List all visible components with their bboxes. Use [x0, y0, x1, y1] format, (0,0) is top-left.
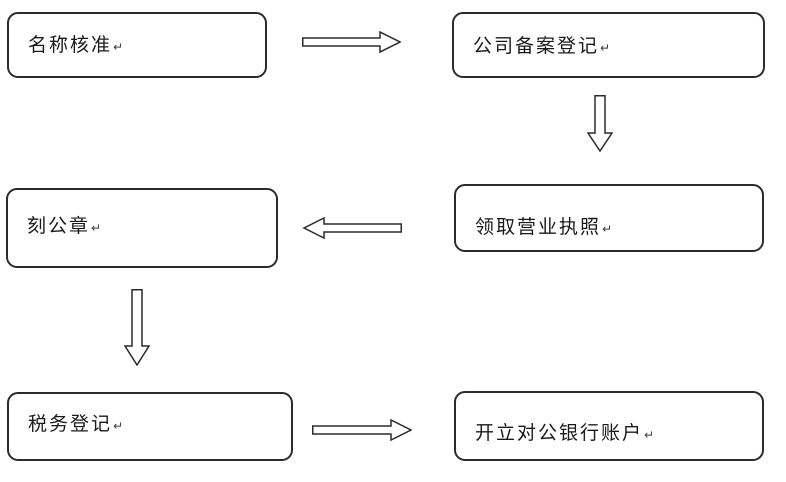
paragraph-return-mark: ↵ [113, 40, 124, 54]
flow-node-company-filing-registration: 公司备案登记↵ [452, 12, 765, 78]
paragraph-return-mark: ↵ [600, 41, 611, 55]
flow-node-open-corporate-bank-account: 开立对公银行账户↵ [454, 391, 764, 461]
arrow-right-icon [302, 31, 401, 53]
flow-node-engrave-official-seal: 刻公章↵ [6, 188, 278, 268]
paragraph-return-mark: ↵ [602, 222, 613, 236]
arrow-down-icon [124, 289, 150, 366]
arrow-right-icon [312, 419, 412, 441]
arrow-down-icon [587, 95, 613, 152]
flow-node-label: 开立对公银行账户 [475, 422, 644, 444]
flow-node-name-approval: 名称核准↵ [7, 12, 267, 78]
paragraph-return-mark: ↵ [91, 221, 102, 235]
flow-node-receive-business-license: 领取营业执照↵ [454, 184, 764, 252]
flow-node-label: 刻公章 [27, 215, 91, 237]
flow-node-tax-registration: 税务登记↵ [7, 392, 293, 461]
flow-node-label: 领取营业执照 [475, 216, 602, 238]
paragraph-return-mark: ↵ [113, 419, 124, 433]
arrow-left-icon [302, 217, 402, 239]
flow-node-label: 税务登记 [28, 413, 113, 435]
flow-node-label: 名称核准 [28, 34, 113, 56]
paragraph-return-mark: ↵ [644, 428, 655, 442]
flow-node-label: 公司备案登记 [473, 35, 600, 57]
